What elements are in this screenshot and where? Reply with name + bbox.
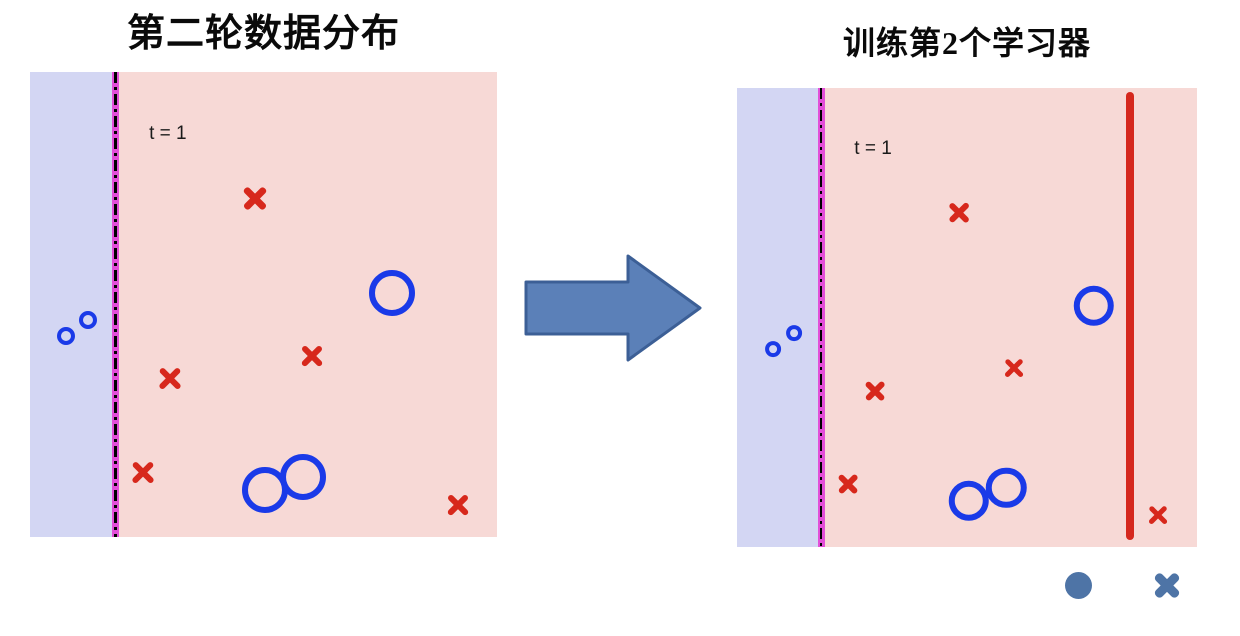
sample-cross-marker xyxy=(241,184,269,212)
right-arrow-icon xyxy=(524,254,702,362)
sample-circle-marker xyxy=(57,327,76,346)
sample-circle-marker xyxy=(985,467,1027,509)
circle-marker-icon xyxy=(1065,572,1092,599)
sample-cross-marker xyxy=(946,200,971,225)
learner-1-boundary-line xyxy=(817,88,825,547)
sample-circle-marker xyxy=(280,454,327,500)
sample-cross-marker xyxy=(445,492,471,518)
sample-cross-marker xyxy=(157,365,184,392)
sample-circle-marker xyxy=(1073,285,1114,327)
sample-circle-marker xyxy=(764,340,781,357)
train-learner-2-plot: t = 1 xyxy=(737,88,1197,547)
learner-1-boundary-line xyxy=(112,72,120,537)
dash-dot-line xyxy=(819,88,823,547)
sample-cross-marker xyxy=(836,472,860,496)
sample-cross-marker xyxy=(1147,504,1170,527)
sample-cross-marker xyxy=(299,343,325,369)
time-label: t = 1 xyxy=(854,138,892,160)
blue-region xyxy=(737,88,819,547)
dash-dot-line xyxy=(114,72,117,537)
scatter-points-layer xyxy=(30,72,497,537)
blue-region xyxy=(30,72,114,537)
left-panel-title: 第二轮数据分布 xyxy=(126,13,400,55)
sample-circle-marker xyxy=(78,311,97,330)
sample-cross-marker xyxy=(130,459,157,486)
right-panel-title: 训练第2个学习器 xyxy=(842,25,1091,61)
scatter-points-layer xyxy=(737,88,1197,547)
cross-marker-icon xyxy=(1152,570,1182,600)
sample-circle-marker xyxy=(368,269,415,316)
time-label: t = 1 xyxy=(149,123,187,145)
sample-circle-marker xyxy=(948,480,990,521)
round-2-distribution-plot: t = 1 xyxy=(30,72,497,537)
legend xyxy=(1040,560,1210,612)
sample-cross-marker xyxy=(863,379,887,403)
sample-cross-marker xyxy=(1003,357,1026,380)
sample-circle-marker xyxy=(786,325,802,342)
learner-2-boundary-line xyxy=(1126,91,1135,540)
